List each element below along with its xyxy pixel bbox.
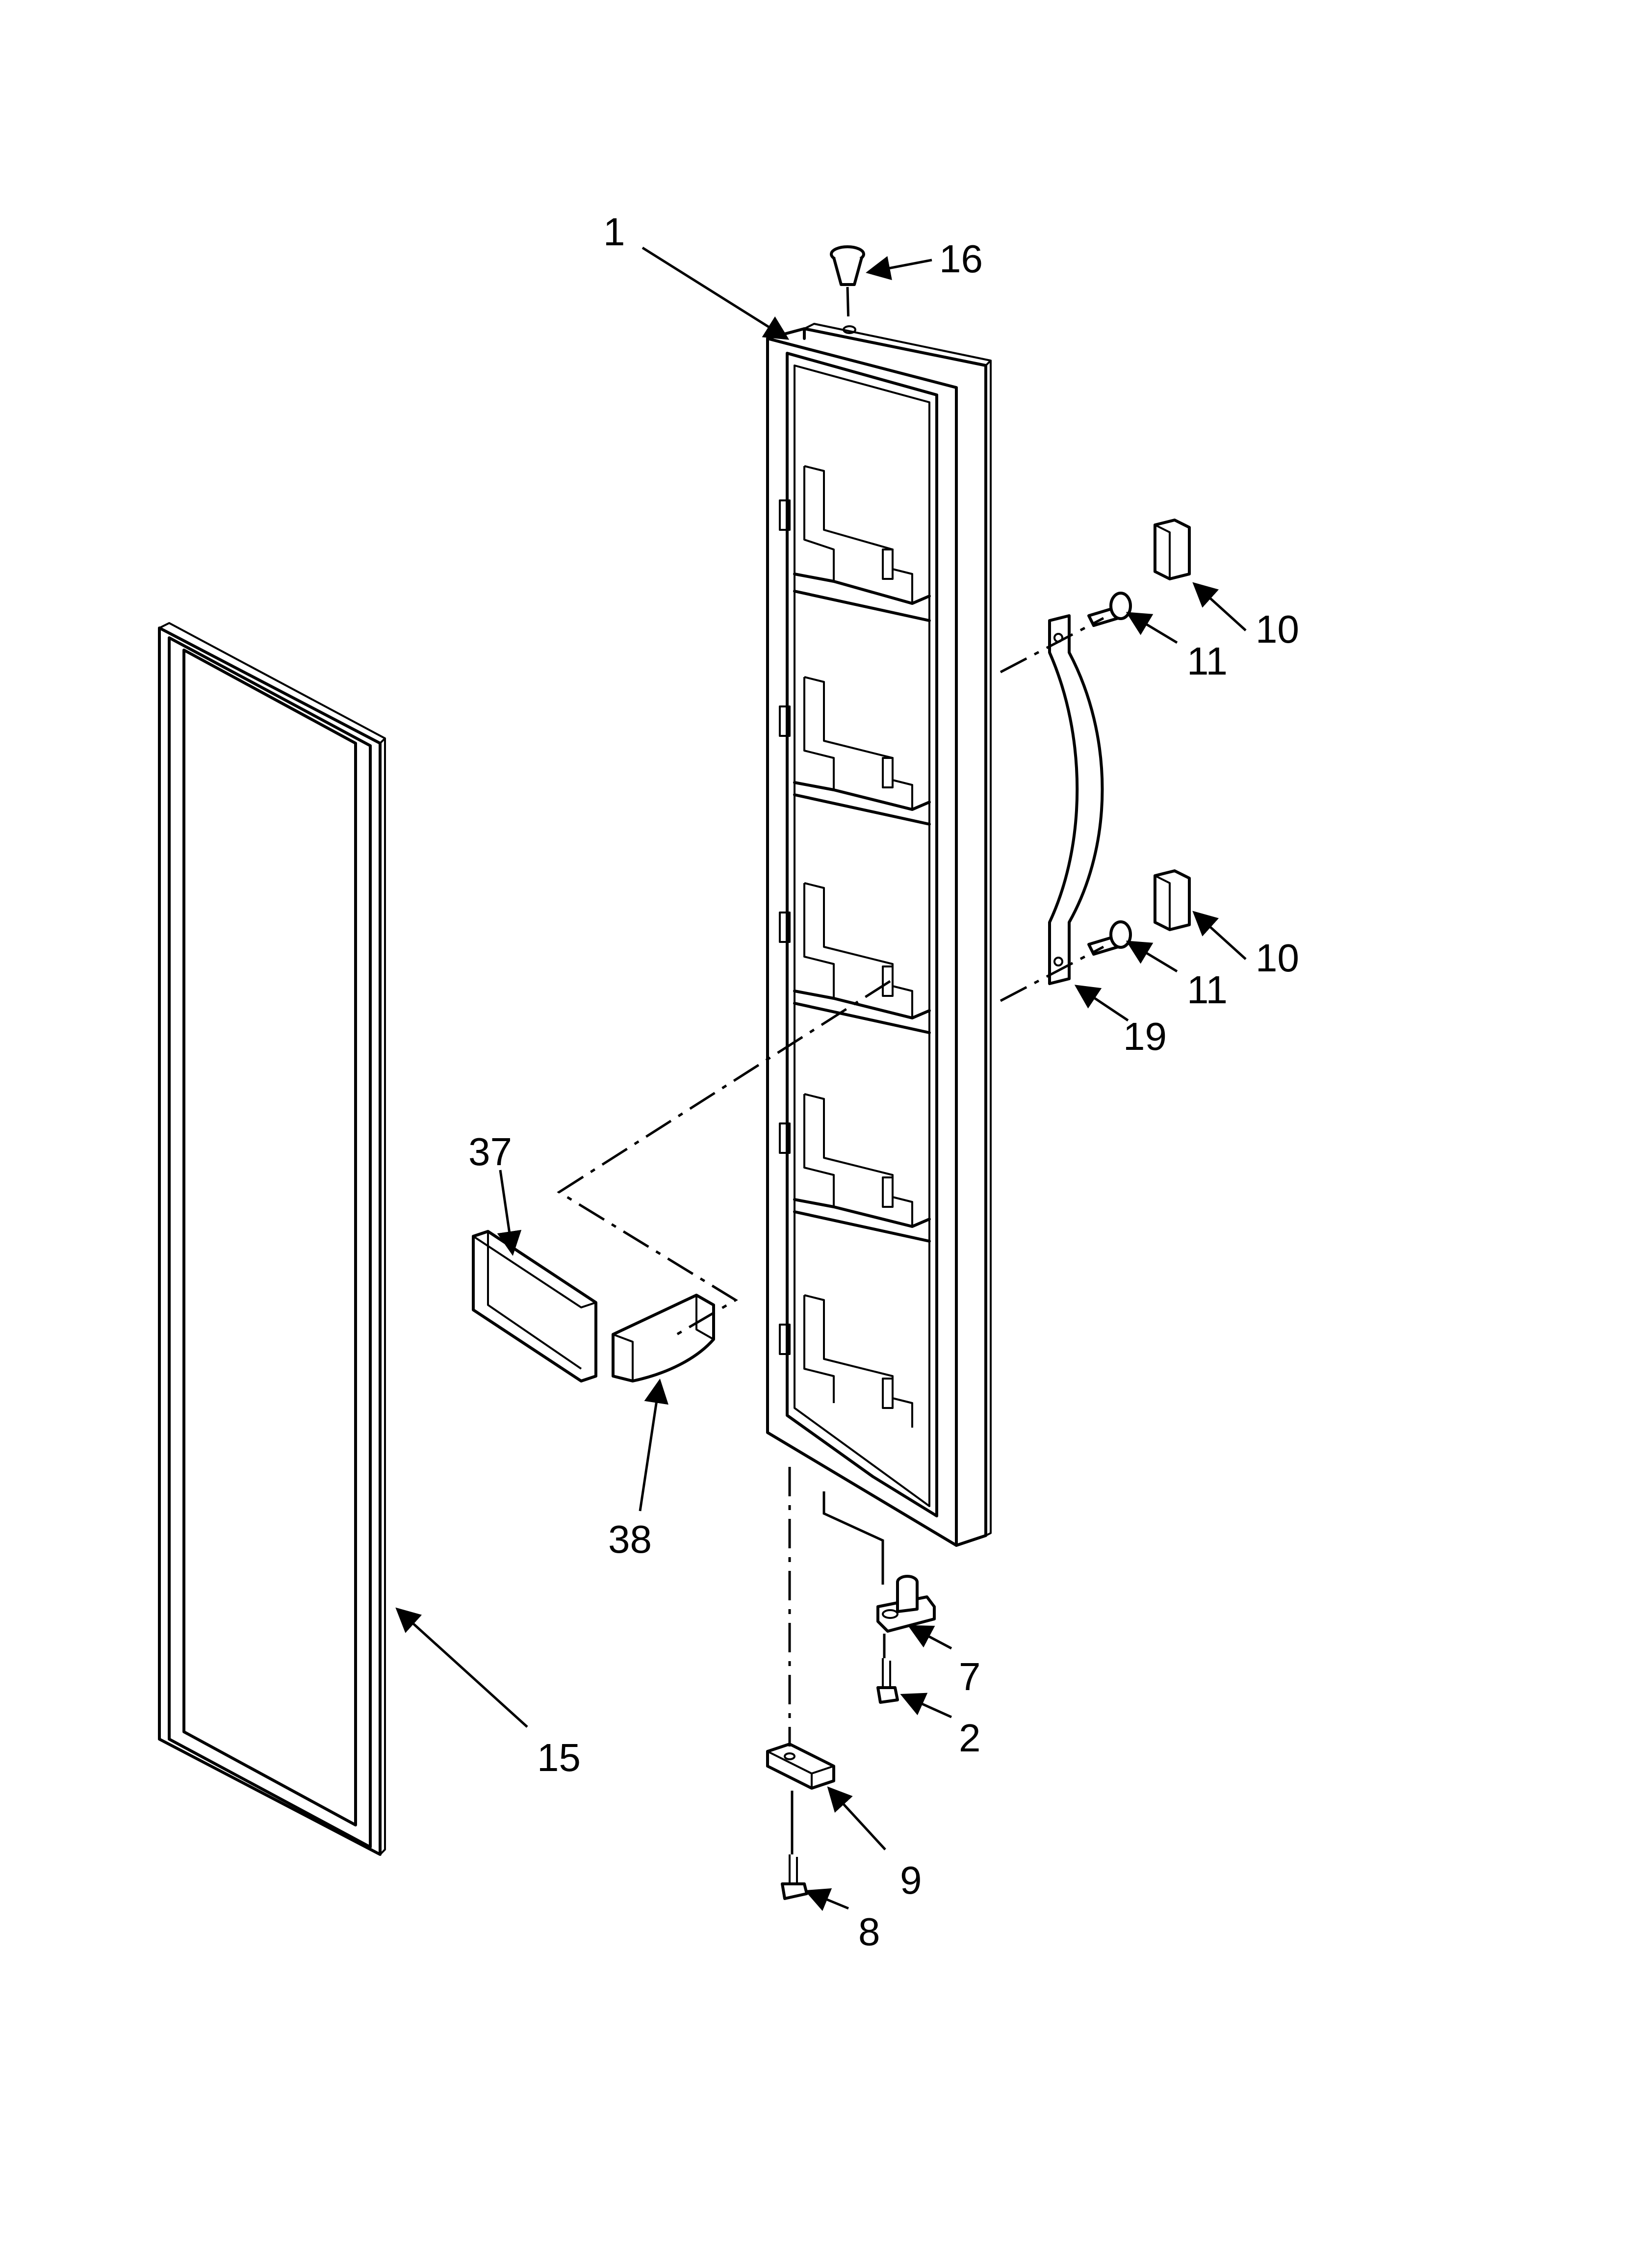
- door-gasket: [158, 622, 386, 1856]
- cam-screw: [781, 1854, 808, 1900]
- handle-screw-top: [1087, 592, 1132, 627]
- handle-screw-bottom: [1087, 920, 1132, 956]
- hinge-screw: [876, 1658, 899, 1704]
- callout-16: 16: [939, 237, 983, 281]
- door-closer-cam: [766, 1743, 835, 1790]
- hinge-pin: [876, 1575, 936, 1633]
- door-bin-3: [779, 793, 931, 1019]
- door-liner: [766, 323, 992, 1547]
- callout-15: 15: [537, 1736, 581, 1779]
- callout-10b: 10: [1256, 936, 1299, 980]
- door-bin-1: [779, 465, 931, 605]
- handle-cap-top: [1154, 519, 1191, 580]
- callout-11a: 11: [1187, 639, 1228, 683]
- callout-1: 1: [603, 210, 625, 254]
- callout-37: 37: [468, 1130, 512, 1173]
- assembly-lines: [557, 287, 1104, 1854]
- door-bin-4: [779, 1002, 931, 1228]
- plug-button: [830, 245, 865, 334]
- callout-2: 2: [959, 1716, 981, 1760]
- door-bin-2: [779, 590, 931, 811]
- bin-end-cap: [612, 1294, 715, 1382]
- handle-cap-bottom: [1154, 869, 1191, 931]
- callout-19: 19: [1123, 1015, 1167, 1058]
- callout-10a: 10: [1256, 607, 1299, 651]
- callout-8: 8: [858, 1910, 880, 1954]
- callout-7: 7: [959, 1655, 981, 1698]
- callout-11b: 11: [1187, 968, 1228, 1012]
- door-bin-5: [779, 1210, 931, 1428]
- door-handle: [1048, 614, 1104, 985]
- bin-rail: [472, 1230, 597, 1382]
- callout-9: 9: [900, 1858, 922, 1902]
- callout-38: 38: [608, 1517, 652, 1561]
- callout-leaders: [395, 246, 1247, 1911]
- callout-labels: 1 16 10 11 10 11 19 37 38 15 7 2 9 8: [468, 210, 1299, 1954]
